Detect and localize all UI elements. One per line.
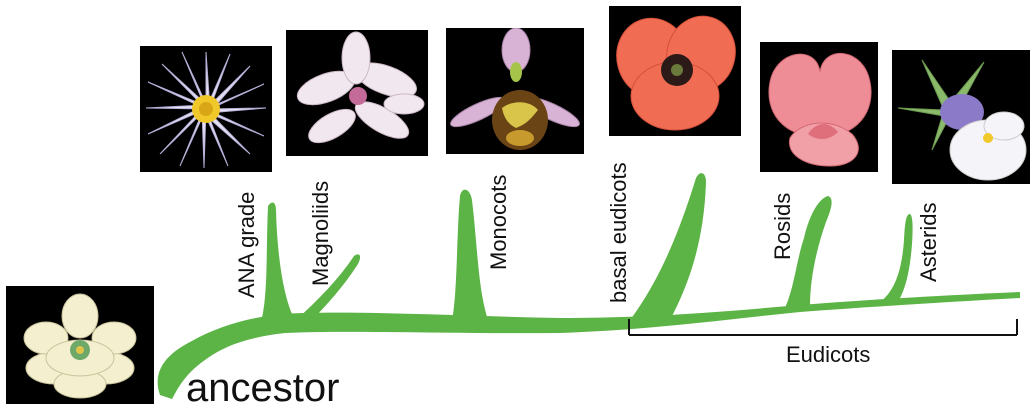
ancestor-flower-photo (6, 286, 154, 404)
eudicots-bracket-label: Eudicots (786, 344, 870, 366)
branch-ana-grade (262, 203, 292, 318)
asterids-flower-photo (892, 50, 1030, 184)
clade-label-monocots: Monocots (488, 175, 510, 270)
clade-label-basal-eudicots: basal eudicots (608, 162, 630, 303)
branch-basal-eudicots (630, 173, 706, 320)
magnoliids-flower-photo (286, 30, 428, 156)
branch-asterids (880, 214, 913, 302)
clade-label-magnoliids: Magnoliids (310, 181, 332, 286)
ana-grade-flower-photo (140, 46, 272, 172)
ancestor-label: ancestor (186, 368, 339, 408)
rosids-flower-photo (760, 42, 878, 172)
clade-label-asterids: Asterids (918, 203, 940, 282)
monocots-flower-photo (446, 28, 584, 154)
basal-eudicots-flower-photo (609, 6, 741, 136)
clade-label-rosids: Rosids (772, 193, 794, 260)
clade-label-ana-grade: ANA grade (236, 192, 258, 298)
